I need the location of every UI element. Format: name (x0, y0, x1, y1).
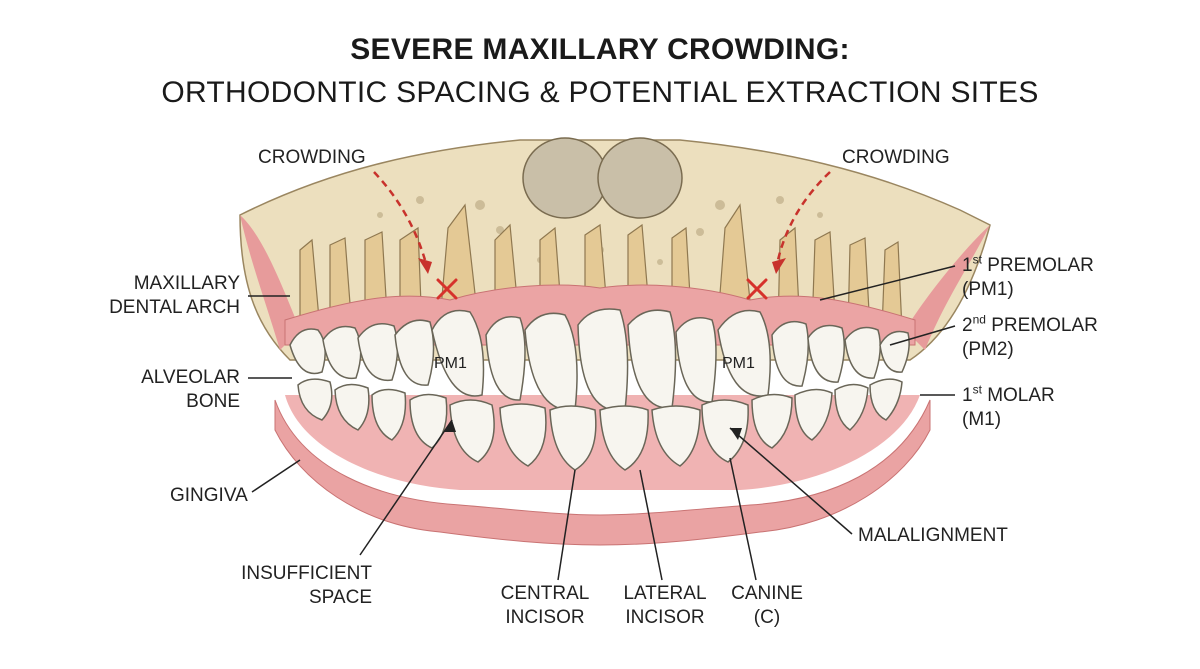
label-premolar1: 1st PREMOLAR (PM1) (962, 252, 1094, 300)
label-molar1: 1st MOLAR (M1) (962, 382, 1055, 430)
leader-premolar1 (819, 265, 956, 301)
leader-insufficient-space (359, 419, 453, 556)
title-subtitle: ORTHODONTIC SPACING & POTENTIAL EXTRACTI… (161, 76, 1039, 109)
gingiva-lower (274, 399, 931, 546)
label-canine: CANINE (C) (731, 583, 803, 628)
label-malalignment: MALALIGNMENT (858, 525, 1008, 546)
label-premolar2: 2nd PREMOLAR (PM2) (962, 312, 1098, 360)
title-main: SEVERE MAXILLARY CROWDING: (350, 33, 850, 66)
crowding-arrow-right (776, 171, 831, 261)
leader-gingiva (251, 459, 301, 493)
label-alveolar-bone: ALVEOLAR BONE (141, 367, 240, 412)
gingiva-upper-right (905, 225, 990, 350)
leader-premolar2 (889, 325, 956, 346)
label-crowding-right: CROWDING (842, 147, 950, 168)
tooth-pm1-left (431, 309, 485, 397)
label-insufficient-space: INSUFFICIENT SPACE (241, 563, 372, 608)
crowding-arrowhead-right (772, 258, 786, 274)
gingiva-upper-left (240, 215, 300, 350)
leader-malalignment (729, 427, 853, 535)
label-tooth-pm1-left: PM1 (434, 355, 467, 372)
label-central-incisor: CENTRAL INCISOR (500, 583, 590, 628)
crowding-arrow-left (373, 171, 427, 261)
label-tooth-pm1-right: PM1 (722, 355, 755, 372)
nasal-cavity-left (522, 137, 608, 219)
label-crowding-left: CROWDING (258, 147, 366, 168)
tooth-pm1-right (717, 309, 771, 397)
label-gingiva: GINGIVA (170, 485, 248, 506)
nasal-cavity-right (597, 137, 683, 219)
crowding-arrowhead-left (418, 258, 432, 274)
leader-canine (729, 457, 757, 581)
lower-teeth (297, 378, 903, 471)
extraction-mark-left (436, 278, 458, 300)
upper-teeth (289, 308, 910, 412)
leader-central-incisor (557, 469, 576, 581)
label-lateral-incisor: LATERAL INCISOR (623, 583, 707, 628)
label-maxillary-arch: MAXILLARY DENTAL ARCH (109, 273, 240, 318)
leader-lateral-incisor (639, 469, 663, 581)
extraction-mark-right (746, 278, 768, 300)
